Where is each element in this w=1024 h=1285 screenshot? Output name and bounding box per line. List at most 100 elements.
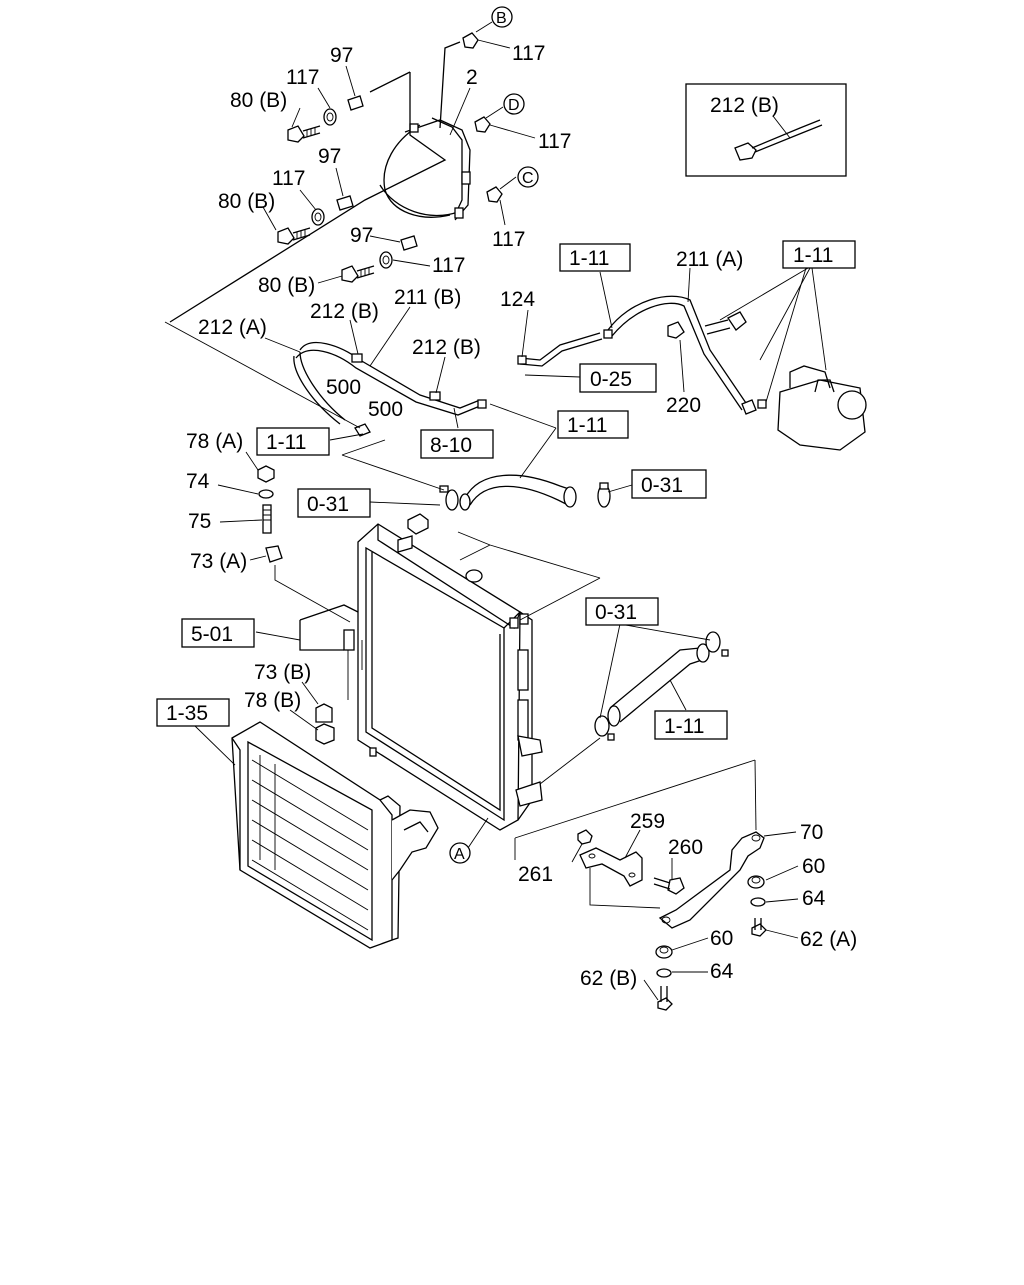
circle-A: A: [449, 842, 471, 864]
leaders-mounts: [255, 631, 319, 731]
label-2: 2: [466, 66, 478, 89]
label-212B-a: 212 (B): [310, 300, 379, 323]
bracket-259: [579, 847, 643, 887]
circle-D: D: [503, 93, 525, 115]
ref-text-0-31-c: 0-31: [595, 601, 637, 624]
reservoir-tank: [777, 365, 867, 451]
inset-212B: [685, 83, 847, 177]
label-117-c: 117: [492, 228, 525, 251]
circle-C-text: C: [522, 170, 534, 187]
fan-shroud: [169, 41, 471, 323]
leaders-lower-hose: [457, 531, 711, 785]
label-212B-b: 212 (B): [412, 336, 481, 359]
label-97-top: 97: [330, 44, 353, 67]
bolt-80B-mid: [277, 227, 311, 245]
label-80B-a: 80 (B): [230, 89, 287, 112]
upper-hose: [459, 474, 577, 511]
label-117-b: 117: [272, 167, 305, 190]
leaders-brackets: [467, 759, 799, 1001]
circle-A-text: A: [454, 846, 465, 863]
ref-box-1-11-d: 1-11: [256, 427, 330, 456]
radiator: [299, 513, 543, 831]
ref-box-0-31-b: 0-31: [297, 488, 371, 518]
collar-97-mid: [336, 195, 354, 211]
ref-box-8-10: 8-10: [420, 429, 494, 459]
hose-211A: [607, 295, 757, 415]
circle-B-text: B: [496, 10, 507, 27]
ref-text-0-31-b: 0-31: [307, 493, 349, 516]
ref-text-0-25: 0-25: [590, 368, 632, 391]
washer-64-b: [656, 968, 672, 978]
label-78B: 78 (B): [244, 689, 301, 712]
part-labels: 117 97 2 117 80 (B) 117 97 117 80 (B) 11…: [186, 42, 857, 990]
bolt-62A: [751, 918, 767, 937]
label-70: 70: [800, 821, 823, 844]
ref-text-1-11-d: 1-11: [266, 431, 306, 454]
ref-box-1-35: 1-35: [156, 698, 230, 727]
collar-97-low: [400, 235, 418, 251]
label-73A: 73 (A): [190, 550, 247, 573]
label-62B: 62 (B): [580, 967, 637, 990]
label-220: 220: [666, 394, 701, 417]
clamps-212B: [351, 329, 767, 409]
intercooler: [194, 721, 439, 949]
ref-text-1-35: 1-35: [166, 702, 208, 725]
bolt-80B-low: [341, 265, 375, 283]
mount-73B: [315, 703, 333, 723]
ref-text-1-11-e: 1-11: [664, 715, 704, 738]
label-124: 124: [500, 288, 535, 311]
circle-C: C: [517, 166, 539, 188]
label-212A: 212 (A): [198, 316, 267, 339]
grommet-117-D: [474, 116, 491, 133]
grommet-117-B: [462, 32, 479, 49]
ref-text-8-10: 8-10: [430, 434, 472, 457]
label-78A: 78 (A): [186, 430, 243, 453]
label-260: 260: [668, 836, 703, 859]
washer-74: [258, 489, 274, 499]
hose-clamp-lower-a: [705, 631, 729, 657]
grommet-60-a: [747, 875, 765, 889]
nut-117-mid: [311, 208, 325, 226]
grommet-117-C: [486, 186, 503, 203]
label-211B: 211 (B): [394, 286, 461, 309]
label-500-a: 500: [326, 376, 361, 399]
label-64-b: 64: [710, 960, 734, 983]
drain-cock-75: [262, 504, 272, 534]
bolt-62B: [657, 986, 673, 1011]
nut-117-low: [379, 251, 393, 269]
ref-box-0-31-a: 0-31: [631, 469, 707, 499]
label-117-a: 117: [286, 66, 319, 89]
nut-78A: [257, 465, 275, 483]
bolt-tank: [704, 311, 747, 335]
label-261: 261: [518, 863, 553, 886]
label-80B-c: 80 (B): [258, 274, 315, 297]
ref-box-5-01: 5-01: [181, 618, 255, 648]
ref-text-1-11-b: 1-11: [793, 244, 833, 267]
ref-box-1-11-c: 1-11: [557, 410, 629, 439]
bolt-220: [667, 321, 685, 339]
label-64-a: 64: [802, 887, 826, 910]
label-73B: 73 (B): [254, 661, 311, 684]
label-117-d: 117: [538, 130, 571, 153]
ref-text-5-01: 5-01: [191, 623, 233, 646]
circle-D-text: D: [508, 97, 520, 114]
label-60-b: 60: [710, 927, 733, 950]
bolt-80B-top: [287, 125, 321, 143]
bracket-70: [658, 831, 765, 929]
lower-hose: [607, 643, 710, 727]
collar-97-top: [347, 95, 364, 111]
ref-box-1-11-e: 1-11: [654, 710, 728, 740]
leaders-upper-hose: [341, 427, 633, 506]
label-211A: 211 (A): [676, 248, 743, 271]
washer-64-a: [750, 897, 766, 907]
ref-text-0-31-a: 0-31: [641, 474, 683, 497]
circle-B: B: [491, 6, 513, 28]
hose-211B: [293, 341, 481, 425]
nut-117-top: [323, 108, 337, 126]
label-60-a: 60: [802, 855, 825, 878]
label-117-e: 117: [432, 254, 465, 277]
nut-78B: [315, 723, 335, 745]
ref-box-0-31-c: 0-31: [585, 597, 659, 626]
